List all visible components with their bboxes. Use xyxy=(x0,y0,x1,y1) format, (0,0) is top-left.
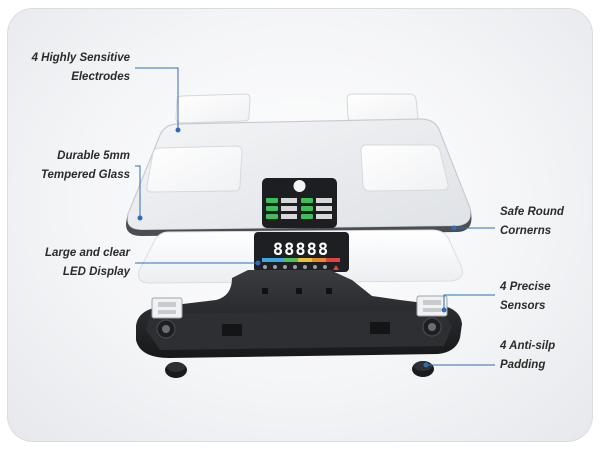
logo-icon xyxy=(293,180,306,192)
load-cell-sensor-left xyxy=(151,297,183,339)
callout-text: Sensors xyxy=(500,300,546,312)
warning-triangle-icon xyxy=(333,265,339,270)
glass-display-segments xyxy=(266,198,332,219)
indicator-icon xyxy=(313,265,317,269)
indicator-icon xyxy=(293,265,297,269)
scale-base-frame xyxy=(136,270,462,358)
led-readout: 88888 xyxy=(273,240,329,260)
callout-text: Tempered Glass xyxy=(40,169,130,181)
indicator-icon xyxy=(323,265,327,269)
load-cell-sensor-right xyxy=(416,295,448,337)
indicator-icon xyxy=(283,265,287,269)
callout-text: 4 Highly Sensitive xyxy=(31,52,130,64)
callout-sensors: 4 Precise Sensors xyxy=(500,278,592,316)
callout-round-corners: Safe Round Cornerns xyxy=(500,203,592,241)
callout-text: Electrodes xyxy=(71,71,130,83)
callout-anti-slip-padding: 4 Anti-silp Padding xyxy=(500,337,592,375)
callout-text: Cornerns xyxy=(500,225,552,237)
callout-text: 4 Anti-silp xyxy=(500,340,556,352)
callout-text: 4 Precise xyxy=(500,281,551,293)
anti-slip-feet xyxy=(165,361,434,378)
callout-text: LED Display xyxy=(62,266,130,278)
callout-tempered-glass: Durable 5mm Tempered Glass xyxy=(8,147,130,185)
callout-electrodes: 4 Highly Sensitive Electrodes xyxy=(8,49,130,87)
callout-led-display: Large and clear LED Display xyxy=(8,244,130,282)
electrode-pads-top xyxy=(175,93,419,124)
callout-text: Durable 5mm xyxy=(57,150,130,162)
callout-text: Padding xyxy=(500,359,546,371)
callout-text: Safe Round xyxy=(500,206,564,218)
callout-lines xyxy=(135,67,495,368)
led-display-layer: 88888 xyxy=(138,229,463,284)
indicator-icon xyxy=(273,265,277,269)
callout-text: Large and clear xyxy=(44,247,130,259)
indicator-icon xyxy=(303,265,307,269)
indicator-icon xyxy=(263,265,267,269)
tempered-glass-plate xyxy=(126,118,472,236)
